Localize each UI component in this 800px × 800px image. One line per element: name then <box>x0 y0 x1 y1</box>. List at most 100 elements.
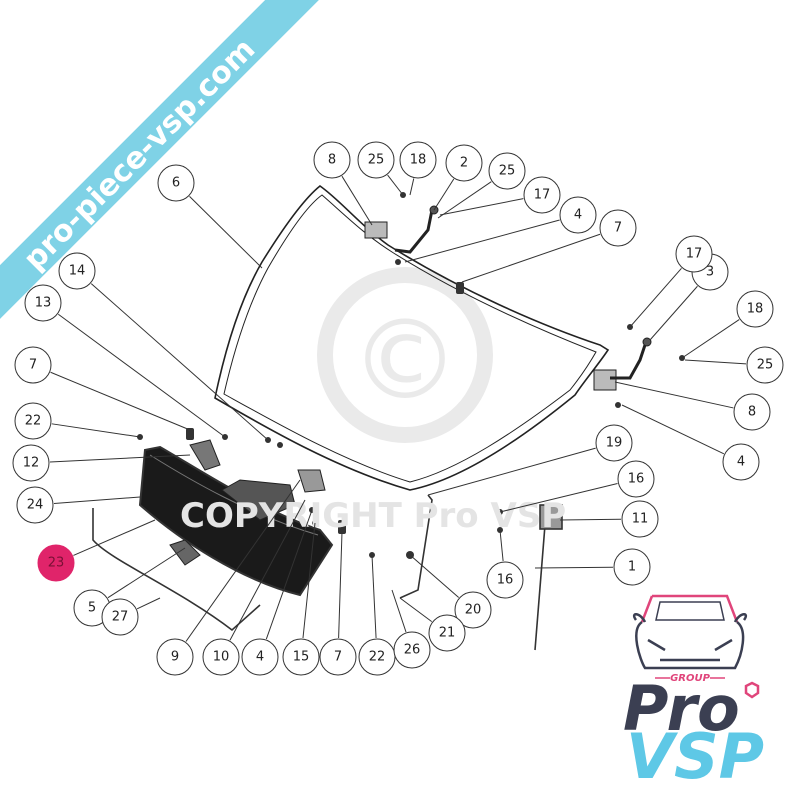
leader-line <box>338 531 343 639</box>
callout-label: 13 <box>35 296 52 311</box>
callout-label: 6 <box>172 176 180 191</box>
callout-label: 1 <box>628 560 636 575</box>
leader-line <box>302 522 316 639</box>
small-fasteners <box>137 192 685 559</box>
callout-7: 7 <box>599 209 637 247</box>
callout-label: 24 <box>27 498 44 513</box>
callout-circle <box>14 346 52 384</box>
callout-circle <box>313 141 351 179</box>
leader-line <box>404 219 560 263</box>
callout-13: 13 <box>24 284 62 322</box>
callout-circle <box>559 196 597 234</box>
callout-circle <box>675 235 713 273</box>
leader-line <box>433 178 455 211</box>
callout-4: 4 <box>559 196 597 234</box>
callout-20: 20 <box>454 591 492 629</box>
leader-line <box>73 519 156 556</box>
leader-line <box>90 283 269 441</box>
callout-circle <box>282 638 320 676</box>
leader-line <box>189 196 263 269</box>
leader-line <box>649 285 698 341</box>
callout-circle <box>14 402 52 440</box>
callout-circle <box>37 544 75 582</box>
callout-circle <box>428 614 466 652</box>
leader-line <box>229 499 306 641</box>
leader-line <box>391 589 407 633</box>
callout-label: 23 <box>48 556 65 571</box>
leader-line <box>53 496 141 505</box>
callout-circle <box>393 631 431 669</box>
callout-circle <box>599 209 637 247</box>
rods-and-seals <box>92 494 563 651</box>
callout-label: 9 <box>171 650 179 665</box>
callout-circle <box>595 424 633 462</box>
leader-line <box>437 181 492 219</box>
callout-7: 7 <box>14 346 52 384</box>
callout-4: 4 <box>241 638 279 676</box>
leader-line <box>58 313 226 438</box>
callout-label: 14 <box>69 264 86 279</box>
leader-line <box>51 423 141 438</box>
logo-pro-text: Pro <box>623 672 740 745</box>
callout-label: 18 <box>747 302 764 317</box>
leader-line <box>409 178 415 196</box>
callout-6: 6 <box>157 164 195 202</box>
callout-7: 7 <box>319 638 357 676</box>
leader-lines <box>49 174 747 642</box>
callout-11: 11 <box>621 500 659 538</box>
leader-line <box>399 597 433 623</box>
callout-label: 12 <box>23 456 40 471</box>
leader-line <box>439 198 524 216</box>
leader-line <box>50 371 191 431</box>
leader-line <box>185 479 301 642</box>
callout-label: 7 <box>614 221 622 236</box>
callout-2: 2 <box>445 144 483 182</box>
leader-line <box>559 518 622 521</box>
callout-23: 23 <box>37 544 75 582</box>
leader-line <box>49 454 191 463</box>
callout-circle <box>202 638 240 676</box>
logo-vsp-text: VSP <box>626 720 764 793</box>
callout-label: 8 <box>748 405 756 420</box>
leader-line <box>136 597 161 610</box>
hood-part <box>214 185 610 491</box>
leader-line <box>534 566 614 569</box>
callout-label: 2 <box>460 156 468 171</box>
watermark-text: COPYRIGHT Pro VSP <box>180 496 566 536</box>
callout-26: 26 <box>393 631 431 669</box>
callout-circle <box>12 444 50 482</box>
callout-label: 25 <box>368 153 385 168</box>
leader-line <box>107 547 186 599</box>
callout-19: 19 <box>595 424 633 462</box>
leader-line <box>427 447 596 496</box>
logo-group-text: GROUP <box>670 673 711 684</box>
callout-circle <box>319 638 357 676</box>
banner-url[interactable]: pro-piece-vsp.com <box>17 32 262 277</box>
callout-14: 14 <box>58 252 96 290</box>
callout-9: 9 <box>156 638 194 676</box>
callout-17: 17 <box>675 235 713 273</box>
callout-label: 22 <box>369 650 386 665</box>
callout-circle <box>241 638 279 676</box>
callout-label: 5 <box>88 601 96 616</box>
leader-line <box>684 359 747 365</box>
callout-circle <box>523 176 561 214</box>
hinge-left <box>364 205 439 254</box>
callout-label: 4 <box>737 455 745 470</box>
callout-label: 18 <box>410 153 427 168</box>
callout-21: 21 <box>428 614 466 652</box>
callout-4: 4 <box>722 443 760 481</box>
callout-circle <box>454 591 492 629</box>
callout-circle <box>399 141 437 179</box>
callout-16: 16 <box>486 561 524 599</box>
callout-circle <box>746 346 784 384</box>
callout-18: 18 <box>736 290 774 328</box>
leader-line <box>371 554 377 639</box>
callout-circle <box>733 393 771 431</box>
banner-band <box>0 0 353 348</box>
callout-17: 17 <box>523 176 561 214</box>
callout-1: 1 <box>613 548 651 586</box>
